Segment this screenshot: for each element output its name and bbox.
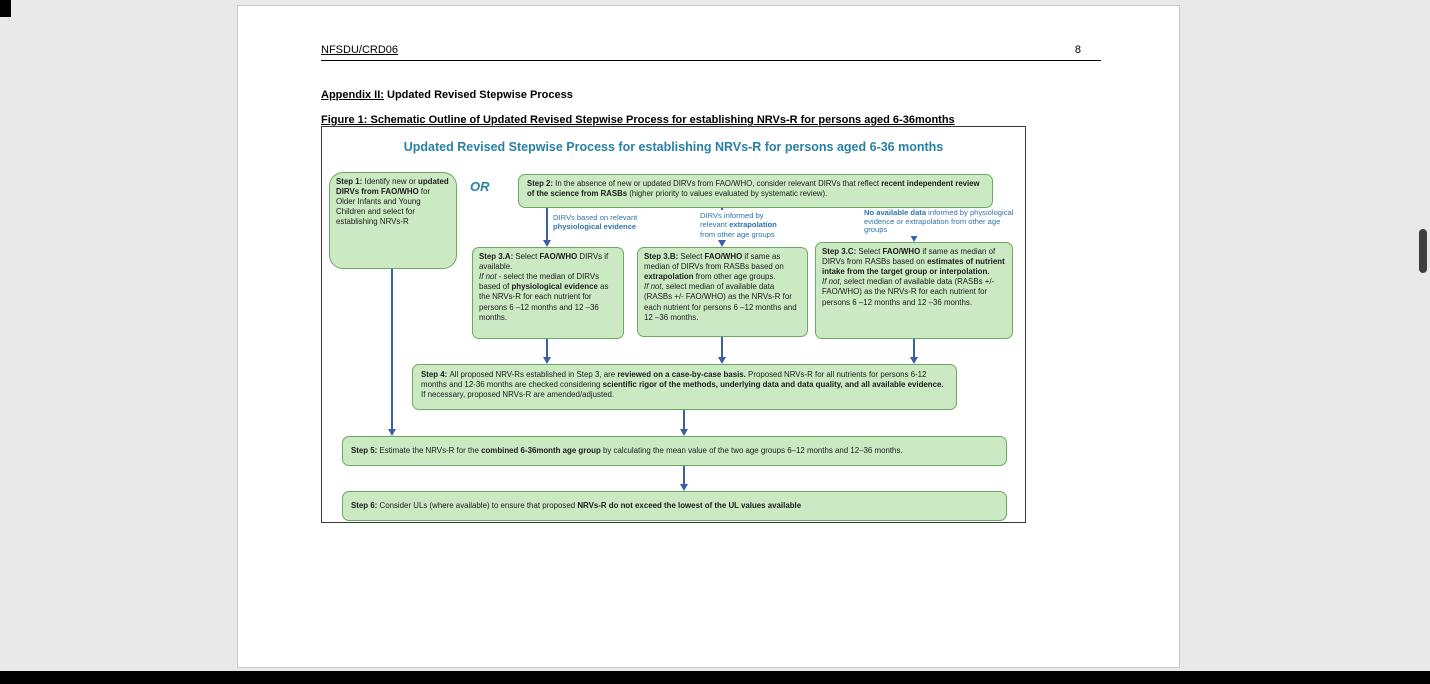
document-page: NFSDU/CRD06 8 Appendix II: Updated Revis… [237, 5, 1180, 668]
step4-box: Step 4: All proposed NRV-Rs established … [412, 364, 957, 410]
step3c-box: Step 3.C: Select FAO/WHO if same as medi… [815, 242, 1013, 339]
arrow-step3b-to-step4 [718, 337, 726, 364]
step3a-box: Step 3.A: Select FAO/WHO DIRVs if availa… [472, 247, 624, 339]
step3b-box: Step 3.B: Select FAO/WHO if same as medi… [637, 247, 808, 337]
arrow-step3a-to-step4 [543, 339, 551, 364]
arrow-step2-to-step3a [543, 208, 551, 247]
figure-caption: Figure 1: Schematic Outline of Updated R… [321, 114, 955, 126]
arrow-step5-to-step6 [680, 466, 688, 491]
flowchart-title: Updated Revised Stepwise Process for est… [403, 140, 944, 154]
figure-frame: Updated Revised Stepwise Process for est… [321, 126, 1026, 523]
document-id: NFSDU/CRD06 [321, 44, 399, 56]
bottom-bar [0, 671, 1430, 684]
document-header: NFSDU/CRD06 8 [321, 42, 1101, 61]
branch-label-extrapolation: DIRVs informed by relevant extrapolation… [698, 210, 790, 240]
page-number: 8 [1074, 44, 1081, 56]
arrow-step3c-to-step4 [910, 339, 918, 364]
appendix-heading: Appendix II: Updated Revised Stepwise Pr… [321, 89, 573, 101]
scrollbar-thumb[interactable] [1419, 229, 1427, 273]
step6-box: Step 6: Consider ULs (where available) t… [342, 491, 1007, 521]
step5-box: Step 5: Estimate the NRVs-R for the comb… [342, 436, 1007, 466]
arrow-step4-to-step5 [680, 410, 688, 436]
step1-box: Step 1: Identify new or updated DIRVs fr… [329, 172, 457, 269]
or-label: OR [470, 179, 490, 194]
branch-label-no-available-data: No available data informed by physiologi… [862, 208, 1020, 236]
step2-box: Step 2: In the absence of new or updated… [518, 174, 993, 208]
window-corner-artifact [0, 0, 11, 17]
scrollbar-track[interactable] [1416, 0, 1430, 671]
branch-label-physiological-evidence: DIRVs based on relevant physiological ev… [551, 212, 653, 233]
arrow-step1-to-step5 [388, 269, 396, 436]
